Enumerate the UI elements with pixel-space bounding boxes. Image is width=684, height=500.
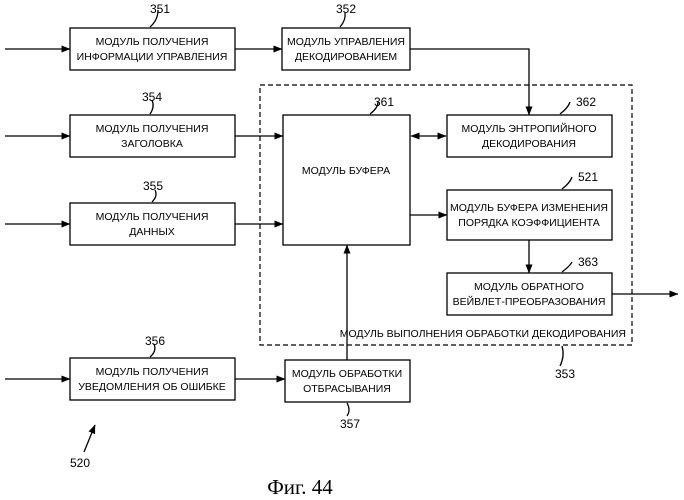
module-351-label-line2: ИНФОРМАЦИИ УПРАВЛЕНИЯ (77, 51, 228, 63)
module-355-box (70, 203, 235, 245)
module-521-label-line1: МОДУЛЬ БУФЕРА ИЗМЕНЕНИЯ (450, 202, 608, 214)
module-361-label: МОДУЛЬ БУФЕРА (302, 165, 390, 177)
module-356-label-line2: УВЕДОМЛЕНИЯ ОБ ОШИБКЕ (78, 381, 226, 393)
module-356-box (70, 358, 235, 400)
module-355-label-line2: ДАННЫХ (129, 226, 175, 238)
module-357-label-line2: ОТБРАСЫВАНИЯ (303, 383, 391, 395)
ref-355: 355 (143, 179, 163, 193)
module-357-label-line1: МОДУЛЬ ОБРАБОТКИ (292, 368, 402, 380)
decoding-execution-region-label: МОДУЛЬ ВЫПОЛНЕНИЯ ОБРАБОТКИ ДЕКОДИРОВАНИ… (340, 328, 626, 340)
module-363-label-line2: ВЕЙВЛЕТ-ПРЕОБРАЗОВАНИЯ (453, 295, 606, 308)
ref-356: 356 (145, 334, 165, 348)
ref-357: 357 (340, 417, 360, 431)
module-351-label-line1: МОДУЛЬ ПОЛУЧЕНИЯ (96, 36, 209, 48)
module-354-label-line1: МОДУЛЬ ПОЛУЧЕНИЯ (96, 123, 209, 135)
module-521-label-line2: ПОРЯДКА КОЭФФИЦИЕНТА (458, 217, 599, 229)
module-355-label-line1: МОДУЛЬ ПОЛУЧЕНИЯ (96, 211, 209, 223)
ref-362: 362 (576, 95, 596, 109)
ref-521: 521 (578, 170, 598, 184)
ref-354: 354 (142, 90, 162, 104)
leader-363 (562, 262, 572, 272)
ref-520: 520 (70, 456, 90, 470)
ref-353: 353 (555, 367, 575, 381)
leader-353 (560, 346, 563, 366)
leader-357 (347, 403, 349, 416)
module-363-box (447, 273, 612, 315)
module-352-box (282, 28, 410, 70)
module-357-box (285, 360, 410, 402)
leader-362 (560, 102, 570, 114)
arrow-352-to-362 (410, 49, 529, 115)
figure-caption: Фиг. 44 (267, 475, 333, 499)
module-352-label-line2: ДЕКОДИРОВАНИЕМ (295, 51, 397, 63)
ref-arrow-520 (84, 425, 95, 452)
leader-521 (562, 177, 572, 189)
module-361-box (283, 115, 410, 245)
module-363-label-line1: МОДУЛЬ ОБРАТНОГО (474, 281, 584, 293)
ref-351: 351 (150, 2, 170, 16)
module-354-label-line2: ЗАГОЛОВКА (121, 138, 183, 150)
module-362-label-line2: ДЕКОДИРОВАНИЯ (482, 138, 576, 150)
ref-363: 363 (578, 255, 598, 269)
ref-352: 352 (336, 2, 356, 16)
module-362-box (447, 115, 612, 157)
module-521-box (447, 190, 612, 240)
module-351-box (70, 28, 235, 70)
module-356-label-line1: МОДУЛЬ ПОЛУЧЕНИЯ (96, 366, 209, 378)
module-362-label-line1: МОДУЛЬ ЭНТРОПИЙНОГО (461, 122, 596, 135)
module-352-label-line1: МОДУЛЬ УПРАВЛЕНИЯ (287, 36, 405, 48)
ref-361: 361 (374, 95, 394, 109)
module-354-box (70, 115, 235, 157)
